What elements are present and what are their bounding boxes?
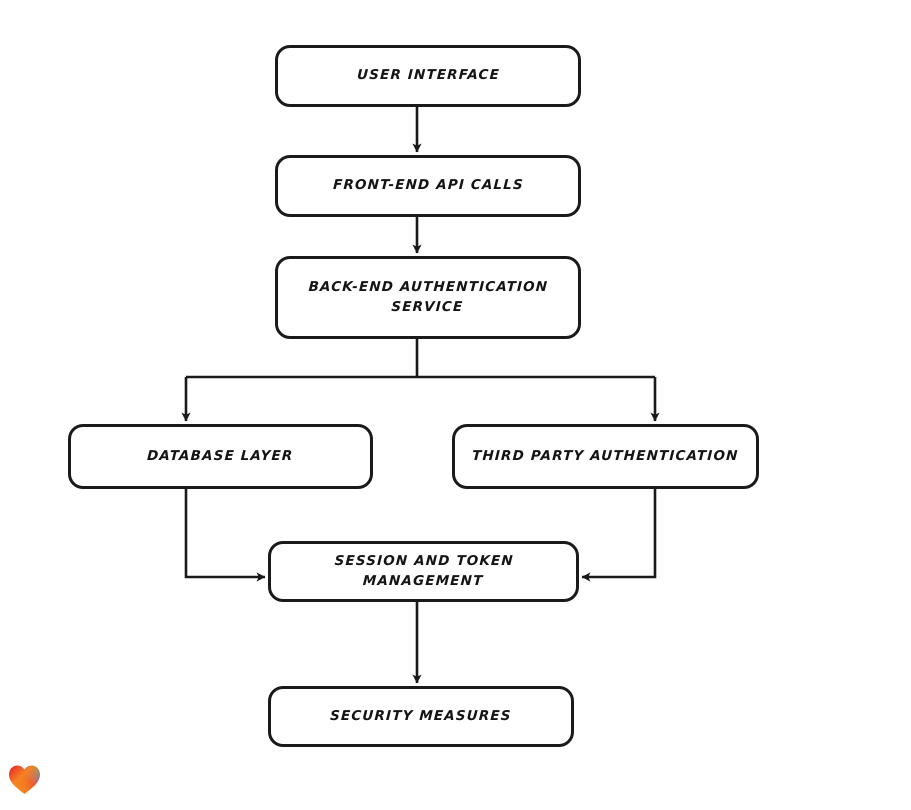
node-backend-authentication-service-label: BACK-END AUTHENTICATION SERVICE <box>308 278 549 315</box>
node-third-party-authentication-label: THIRD PARTY AUTHENTICATION <box>471 447 740 464</box>
node-backend-authentication-service[interactable]: BACK-END AUTHENTICATION SERVICE <box>275 256 581 339</box>
edge-thirdparty-to-session <box>581 489 657 582</box>
node-frontend-api-calls-label: FRONT-END API CALLS <box>332 177 524 194</box>
node-session-and-token-management-label: SESSION AND TOKEN MANAGEMENT <box>333 552 515 589</box>
node-security-measures[interactable]: SECURITY MEASURES <box>268 686 574 747</box>
node-frontend-api-calls[interactable]: FRONT-END API CALLS <box>275 155 581 217</box>
edge-database-to-session <box>184 489 266 582</box>
node-database-layer[interactable]: DATABASE LAYER <box>68 424 373 489</box>
heart-icon <box>9 765 40 794</box>
node-database-layer-label: DATABASE LAYER <box>146 447 295 464</box>
node-user-interface-label: USER INTERFACE <box>356 67 500 84</box>
node-session-and-token-management[interactable]: SESSION AND TOKEN MANAGEMENT <box>268 541 579 602</box>
node-third-party-authentication[interactable]: THIRD PARTY AUTHENTICATION <box>452 424 759 489</box>
node-user-interface[interactable]: USER INTERFACE <box>275 45 581 107</box>
node-security-measures-label: SECURITY MEASURES <box>329 707 513 724</box>
